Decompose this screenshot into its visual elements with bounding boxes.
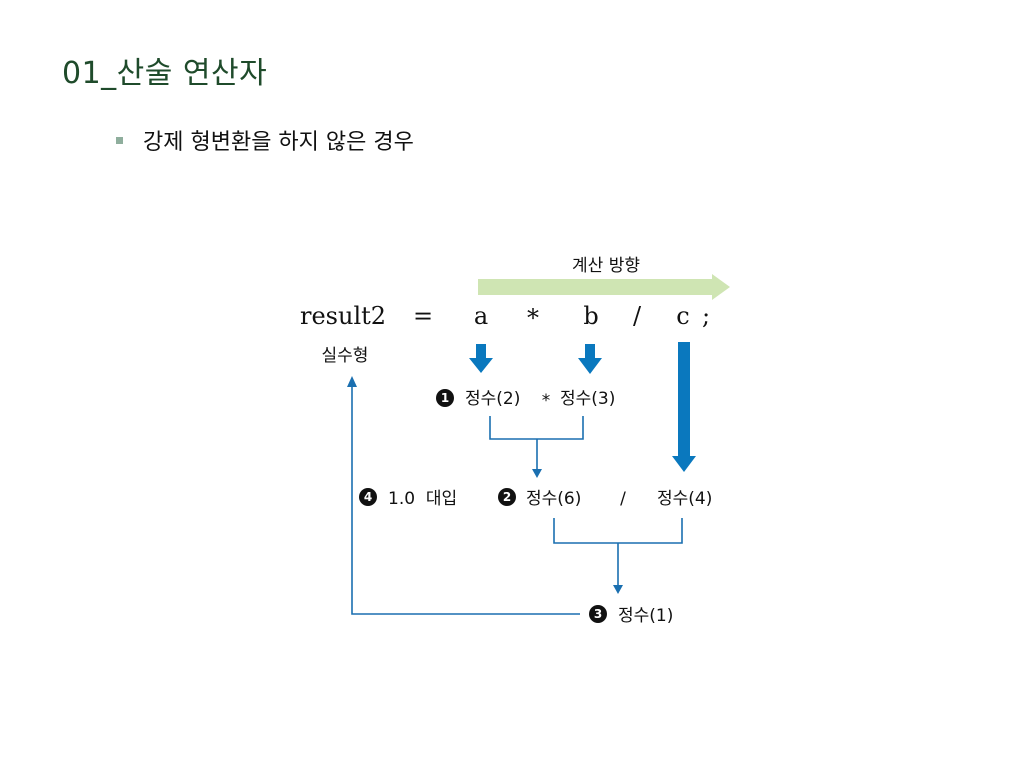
step3-text: 정수(1)	[618, 606, 673, 626]
step3-number-badge	[589, 605, 607, 623]
assign-return-arrowhead	[347, 376, 357, 387]
step1-bracket	[489, 416, 584, 470]
step2-number: 2	[503, 490, 511, 504]
result-type-label: 실수형	[322, 346, 369, 366]
step1-left-operand: 정수(2)	[465, 389, 520, 409]
expr-equals: =	[413, 302, 433, 330]
step1-operator: *	[542, 391, 551, 411]
step1-bracket-arrowhead	[532, 469, 542, 478]
step3-number: 3	[594, 607, 602, 621]
direction-arrow	[478, 274, 730, 300]
expr-semicolon: ;	[702, 302, 710, 330]
step1-right-operand: 정수(3)	[560, 389, 615, 409]
direction-label: 계산 방향	[572, 256, 640, 276]
arrow-c-down	[672, 342, 696, 472]
step1-number-badge	[436, 389, 454, 407]
slide-title: 01_산술 연산자	[62, 56, 268, 91]
bullet-square-icon	[116, 136, 123, 144]
step2-operator: /	[620, 489, 626, 509]
arrow-b-down	[578, 344, 602, 374]
expr-c: c	[676, 302, 689, 330]
step4-number: 4	[364, 490, 372, 504]
bullet-text: 강제 형변환을 하지 않은 경우	[143, 130, 414, 155]
expr-mul: *	[527, 304, 539, 332]
step2-bracket-arrowhead	[613, 585, 623, 594]
assign-return-line	[351, 386, 580, 615]
step4-text: 1.0 대입	[388, 489, 457, 509]
step1-number: 1	[441, 391, 449, 405]
step2-right-operand: 정수(4)	[657, 489, 712, 509]
expr-div: /	[633, 302, 642, 330]
bullet-item: 강제 형변환을 하지 않은 경우	[116, 124, 414, 156]
step4-number-badge	[359, 488, 377, 506]
expr-a: a	[474, 302, 488, 330]
step2-bracket	[553, 518, 683, 586]
step2-left-operand: 정수(6)	[526, 489, 581, 509]
arrow-a-down	[469, 344, 493, 373]
expr-lhs: result2	[300, 302, 386, 330]
step2-number-badge	[498, 488, 516, 506]
expr-b: b	[583, 302, 598, 330]
